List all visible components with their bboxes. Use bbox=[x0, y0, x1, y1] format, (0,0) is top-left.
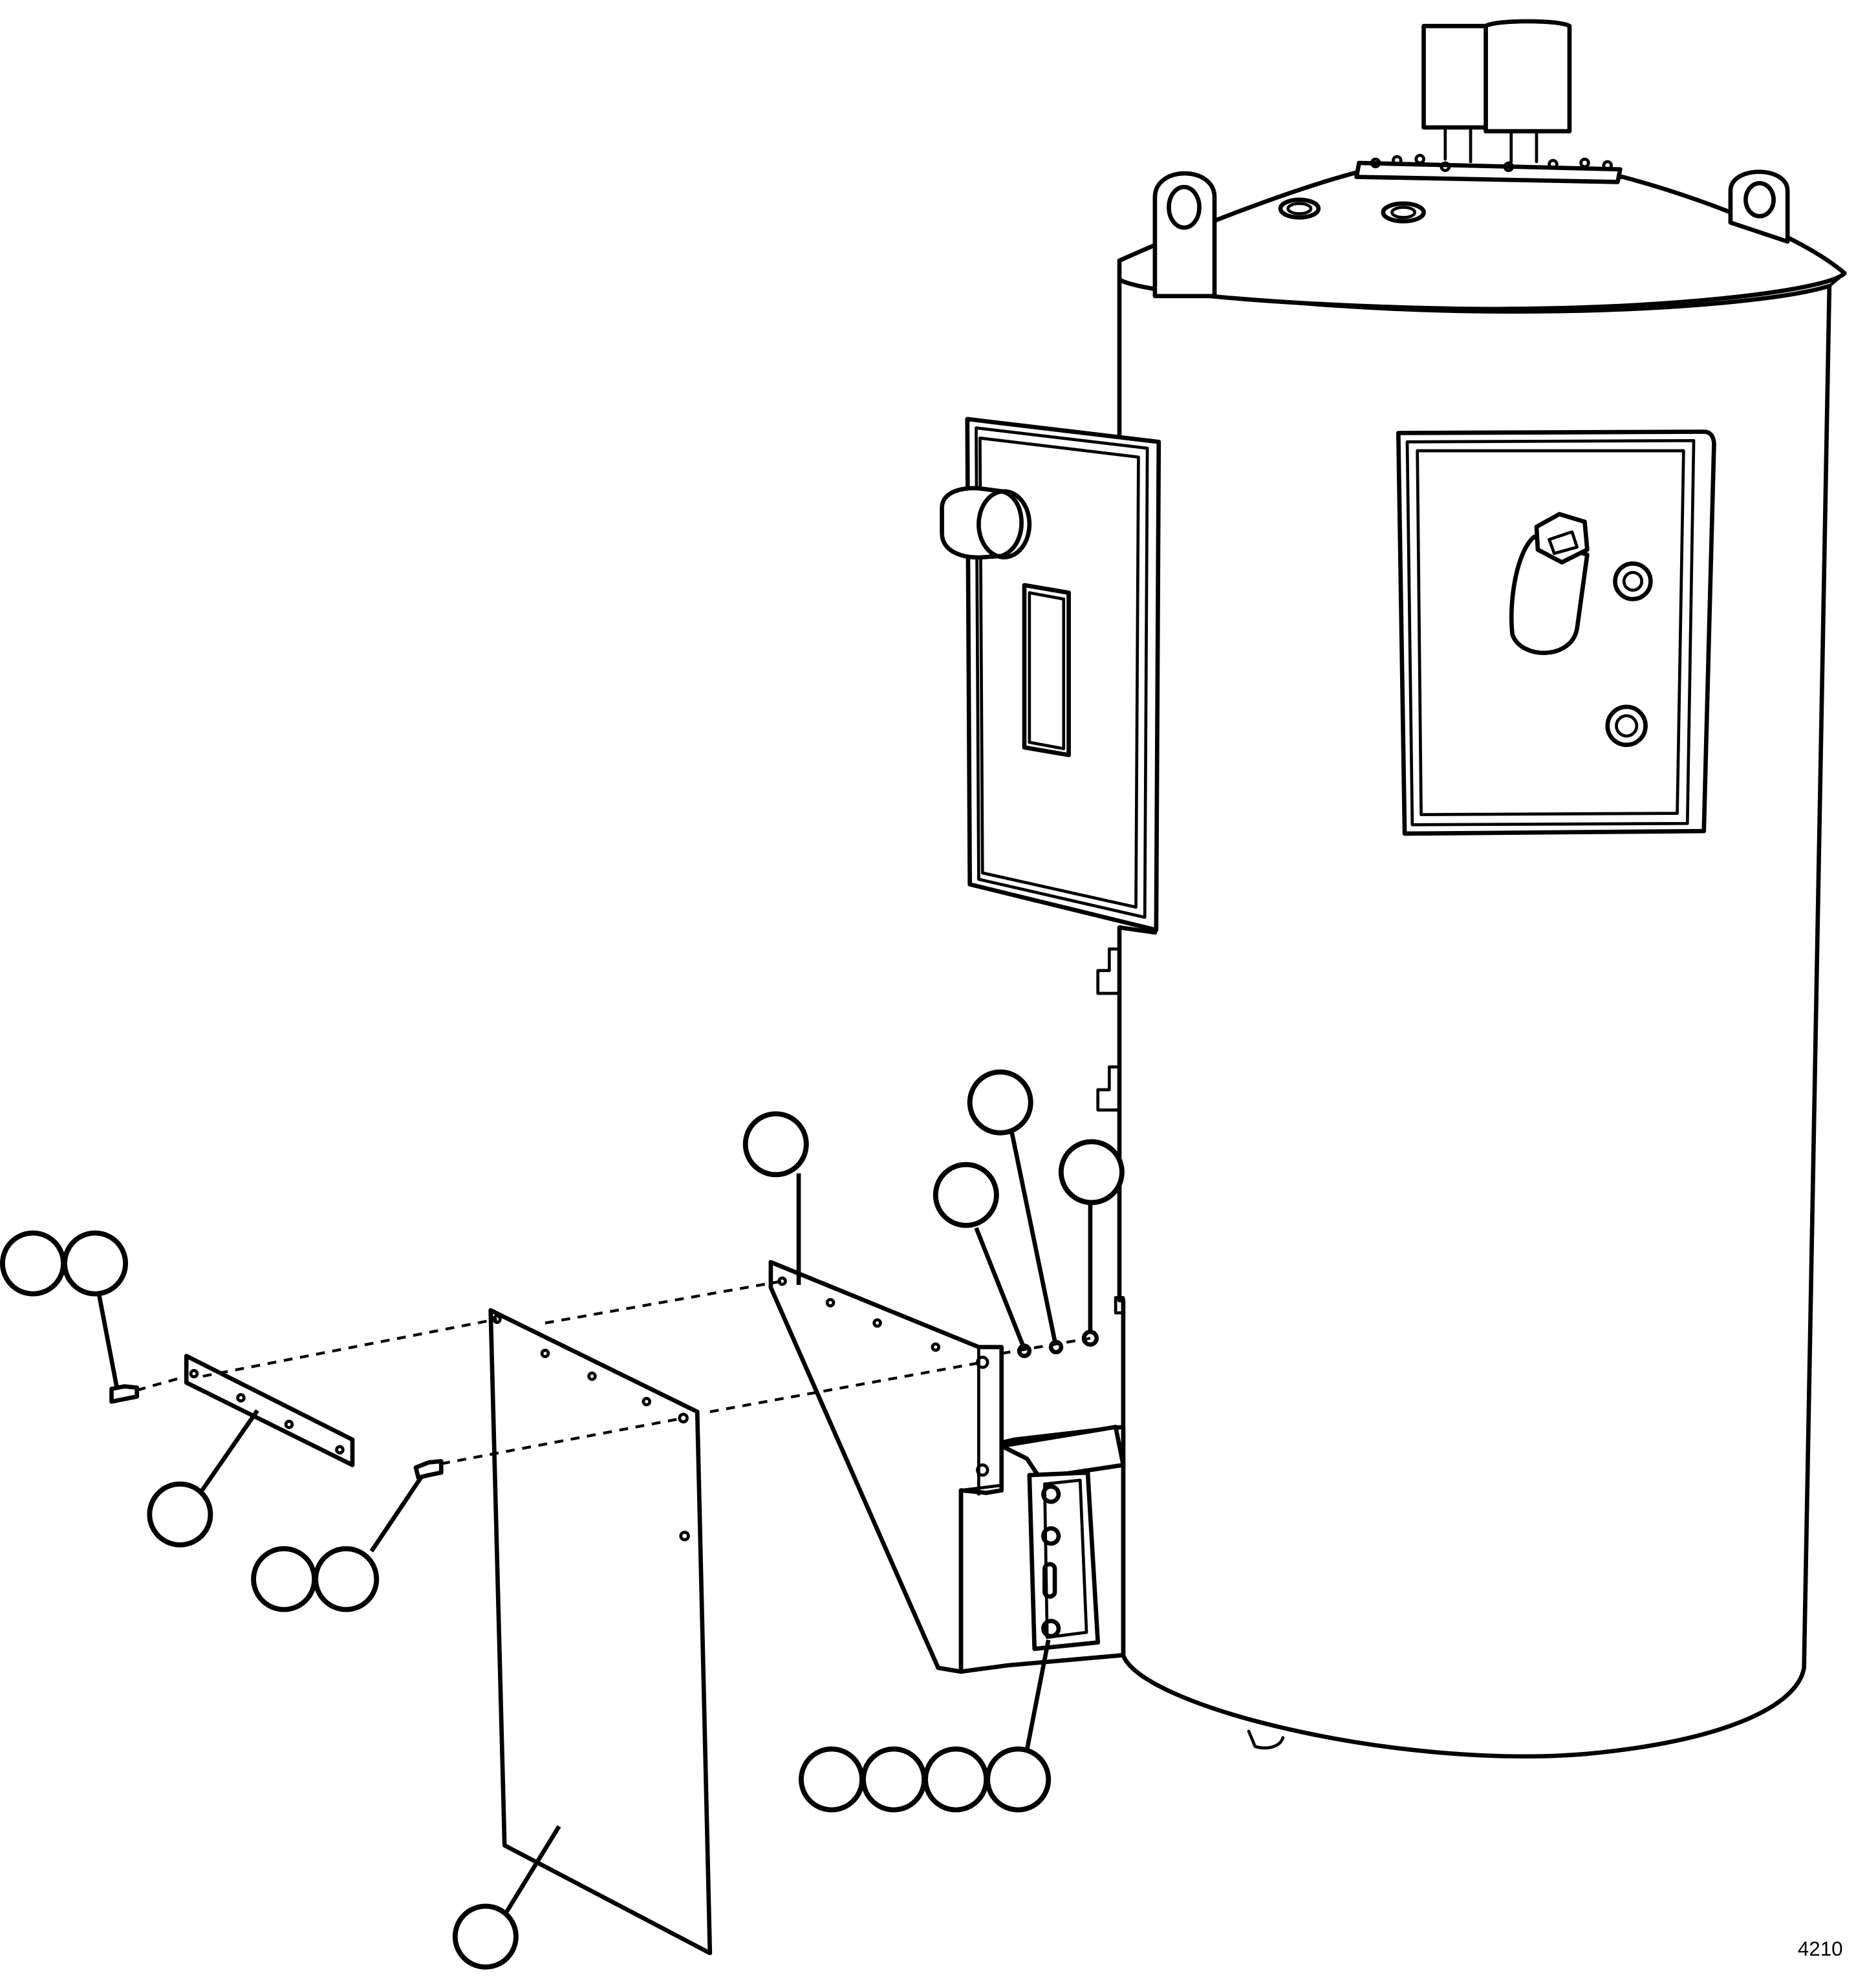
top-port-right bbox=[1381, 201, 1426, 224]
assembly-lines bbox=[136, 1279, 1091, 1465]
mounting-strip bbox=[184, 1354, 355, 1467]
terminal-bolt-lower bbox=[1605, 704, 1648, 748]
heating-element bbox=[1509, 534, 1590, 655]
access-panel-right bbox=[1396, 429, 1716, 836]
callout-bubble bbox=[967, 1069, 1033, 1136]
screw-left bbox=[109, 1384, 140, 1404]
callout-bubble bbox=[62, 1230, 128, 1297]
top-connector-right bbox=[1484, 19, 1572, 134]
top-connector-left bbox=[1421, 23, 1496, 130]
callout-bubble bbox=[1058, 1139, 1125, 1205]
edge-clip-upper bbox=[1096, 947, 1121, 995]
callout-bubble bbox=[933, 1161, 999, 1228]
callout-bubble bbox=[147, 1481, 213, 1548]
panel-window bbox=[1022, 583, 1071, 757]
callout-bubble bbox=[861, 1746, 927, 1813]
terminal-bolt-upper bbox=[1613, 561, 1653, 601]
panel-knob bbox=[940, 486, 1024, 560]
callout-bubble bbox=[923, 1746, 989, 1813]
flange-bolts bbox=[1370, 153, 1613, 173]
top-port-left bbox=[1278, 197, 1321, 220]
screw-middle bbox=[413, 1459, 444, 1480]
edge-clip-lower bbox=[1096, 1065, 1121, 1112]
callouts bbox=[0, 1069, 1125, 1970]
callout-bubble bbox=[799, 1746, 865, 1813]
mounting-plate bbox=[768, 1260, 1099, 1674]
leader-lines bbox=[96, 1131, 1093, 1923]
tank bbox=[1117, 19, 1847, 1759]
callout-bubble bbox=[313, 1546, 380, 1612]
cover-plate bbox=[488, 1308, 713, 1956]
access-panel-left bbox=[940, 416, 1161, 933]
nut-2 bbox=[1048, 1339, 1064, 1355]
drawing-code: 4210 bbox=[1798, 1938, 1843, 1960]
callout-bubble bbox=[251, 1546, 318, 1612]
lifting-lug-left bbox=[1152, 171, 1217, 299]
lifting-lug-right bbox=[1728, 169, 1790, 244]
callout-bubble bbox=[0, 1230, 66, 1297]
callout-bubble bbox=[985, 1746, 1052, 1813]
callout-bubble bbox=[742, 1111, 809, 1178]
callout-bubble bbox=[452, 1903, 519, 1970]
